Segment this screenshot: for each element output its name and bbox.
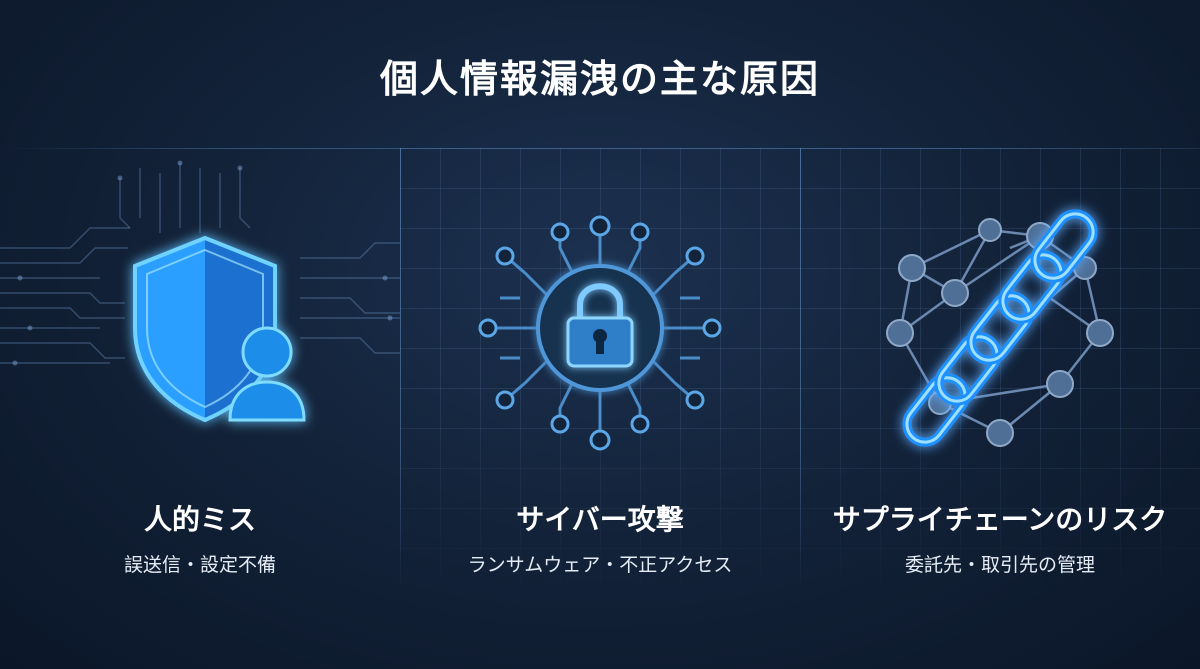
card-cyber-attack: サイバー攻撃 ランサムウェア・不正アクセス	[400, 148, 800, 598]
panel-divider	[400, 148, 401, 588]
card-title: 人的ミス	[143, 503, 256, 536]
header-divider	[0, 148, 1200, 149]
card-human-error: 人的ミス 誤送信・設定不備	[0, 148, 400, 598]
card-title: サプライチェーンのリスク	[832, 503, 1168, 536]
chain-network-icon	[886, 209, 1114, 447]
grid-background	[800, 148, 1200, 598]
card-subtitle: ランサムウェア・不正アクセス	[467, 554, 733, 576]
page-title: 個人情報漏洩の主な原因	[379, 57, 820, 101]
panel-divider	[800, 148, 801, 588]
card-subtitle: 委託先・取引先の管理	[904, 554, 1095, 576]
shield-user-icon	[133, 235, 306, 423]
card-subtitle: 誤送信・設定不備	[123, 554, 276, 576]
circuit-traces	[0, 160, 400, 366]
card-supply-chain: サプライチェーンのリスク 委託先・取引先の管理	[800, 148, 1200, 598]
card-title: サイバー攻撃	[516, 503, 684, 536]
padlock-circuit-icon	[478, 215, 722, 451]
